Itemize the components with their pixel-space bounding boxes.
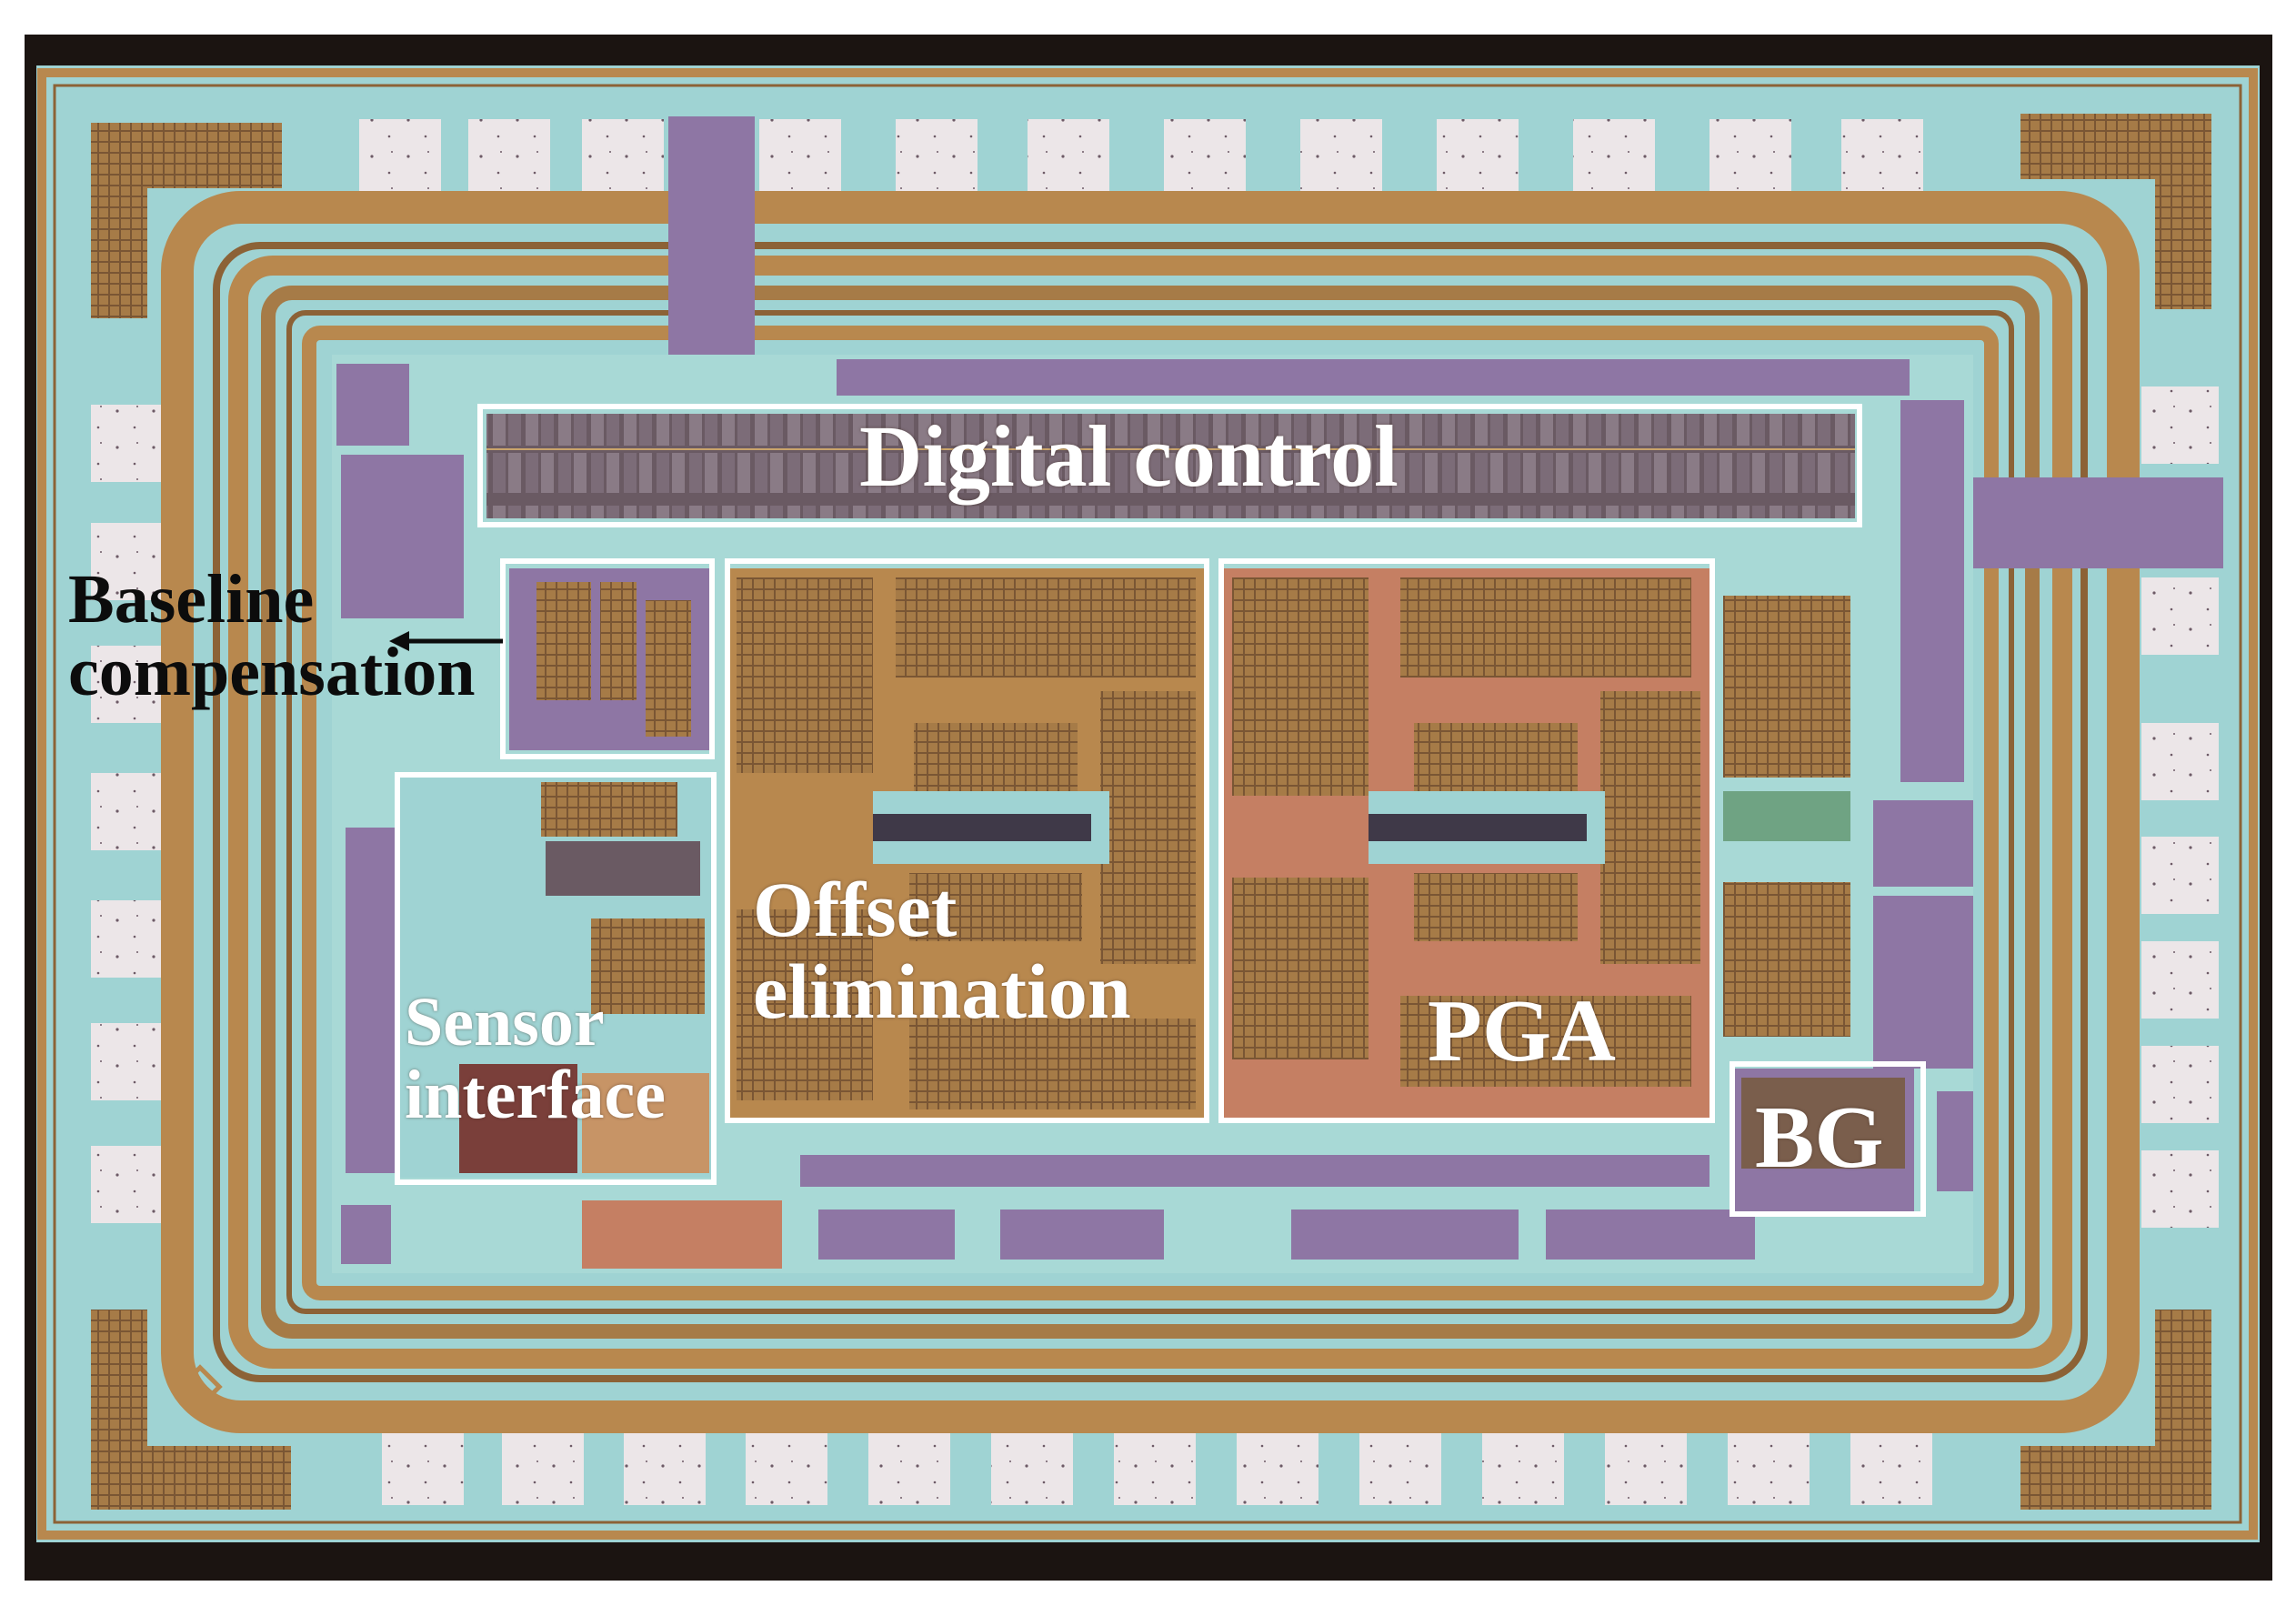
digital-control-block (486, 414, 1855, 518)
bond-pads-bottom (382, 1428, 1932, 1505)
offset-elimination-box (725, 558, 1209, 1123)
pga-label: PGA (1428, 982, 1616, 1080)
bond-pads-top (359, 119, 1923, 196)
bg-label: BG (1755, 1089, 1884, 1187)
bg-box (1730, 1061, 1926, 1217)
callout-boxes (395, 404, 1926, 1217)
bond-pads-left (91, 405, 168, 1223)
baseline-compensation-label-line2: compensation (68, 633, 476, 710)
routing-blocks (336, 359, 1973, 1269)
baseline-compensation-label: Baseline compensation (68, 561, 476, 710)
sensor-interface-box (395, 772, 717, 1185)
baseline-arrow (389, 631, 503, 651)
pga-box (1218, 558, 1715, 1123)
baseline-compensation-box (500, 558, 715, 759)
offset-elimination-label: Offset elimination (753, 868, 1131, 1033)
offset-elimination-label-line1: Offset (753, 866, 958, 953)
offset-elimination-label-line2: elimination (753, 948, 1131, 1036)
digital-control-box (477, 404, 1862, 527)
sensor-interface-label: Sensor interface (405, 984, 666, 1133)
sensor-interface-label-line1: Sensor (405, 984, 605, 1060)
baseline-compensation-label-line1: Baseline (68, 561, 315, 637)
bond-pads-right (2141, 386, 2219, 1228)
sensor-interface-label-line2: interface (405, 1056, 666, 1133)
digital-control-label: Digital control (859, 407, 1399, 505)
